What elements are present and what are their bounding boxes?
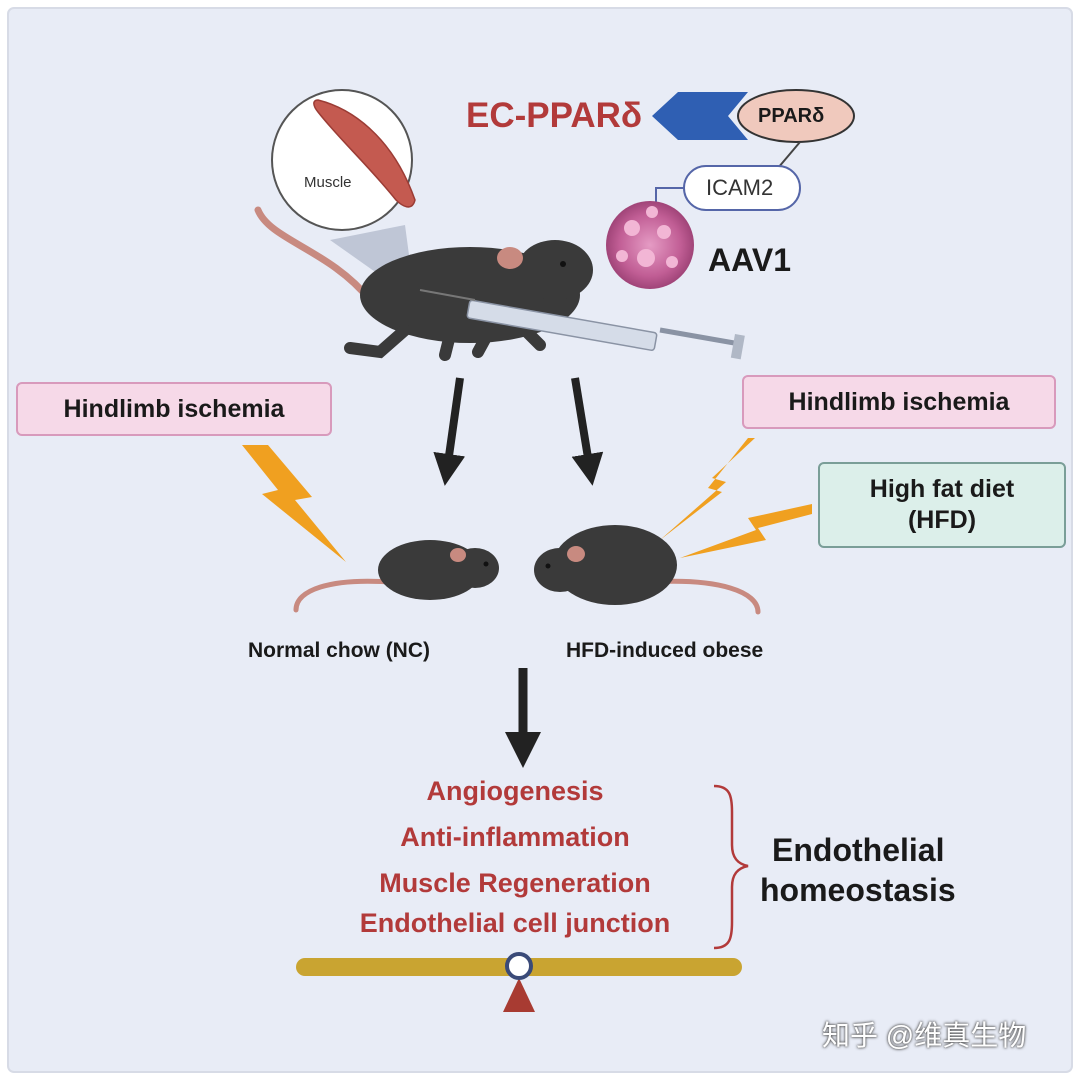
outcome-angiogenesis: Angiogenesis — [426, 776, 604, 806]
nc-mouse-icon — [293, 540, 499, 613]
icam2-label: ICAM2 — [706, 175, 774, 200]
outcome-anti-inflammation: Anti-inflammation — [400, 822, 630, 852]
arrow-to-hfd — [571, 377, 604, 486]
left-hindlimb-ischemia-box: Hindlimb ischemia — [16, 382, 332, 436]
aav1-label: AAV1 — [708, 242, 791, 278]
high-fat-diet-box: High fat diet (HFD) — [818, 462, 1066, 548]
left-hindlimb-ischemia-label: Hindlimb ischemia — [63, 394, 285, 423]
arrow-to-nc — [433, 377, 466, 486]
lightning-left-icon — [242, 445, 346, 562]
outcome-endothelial-cell-junction: Endothelial cell junction — [359, 908, 671, 938]
hfd-mouse-icon — [534, 525, 761, 615]
ppard-ellipse — [737, 89, 855, 143]
outcome-muscle-regeneration: Muscle Regeneration — [379, 868, 651, 898]
background-panel — [7, 7, 1073, 1073]
endothelial-summary-line1: Endothelial — [772, 832, 945, 868]
muscle-inset — [271, 89, 416, 231]
ec-ppard-label: EC-PPARδ — [466, 96, 643, 135]
high-fat-diet-label-line2: (HFD) — [907, 506, 977, 534]
right-hindlimb-ischemia-box: Hindlimb ischemia — [742, 375, 1056, 429]
outcomes-brace — [713, 784, 749, 950]
syringe-icon — [419, 289, 745, 360]
muscle-icon — [313, 99, 416, 208]
nc-group-label: Normal chow (NC) — [248, 639, 431, 662]
muscle-label: Muscle — [304, 174, 352, 191]
balance-base — [503, 978, 535, 1012]
right-hindlimb-ischemia-label: Hindlimb ischemia — [788, 387, 1010, 416]
ppard-label: PPARδ — [758, 105, 825, 127]
balance-pivot — [505, 952, 533, 980]
high-fat-diet-label-line1: High fat diet — [869, 474, 1015, 503]
watermark: 知乎 @维真生物 — [822, 1020, 1027, 1051]
hfd-group-label: HFD-induced obese — [566, 639, 764, 662]
aav1-virus-icon — [606, 201, 694, 289]
endothelial-summary-line2: homeostasis — [760, 872, 956, 908]
ec-ppard-arrow — [652, 92, 748, 140]
lightning-right-bottom-icon — [680, 504, 812, 558]
